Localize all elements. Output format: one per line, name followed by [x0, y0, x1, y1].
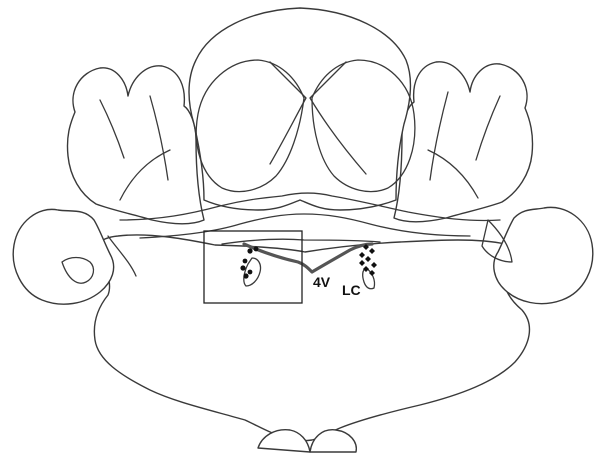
left-cerebellar-hemisphere — [67, 66, 204, 224]
left-marker-dot — [243, 259, 248, 264]
locus-coeruleus-label: LC — [342, 282, 361, 298]
right-cerebellar-hemisphere — [394, 62, 533, 222]
left-marker-dot — [247, 248, 252, 253]
left-lateral-lobe — [13, 209, 113, 304]
right-lateral-lobe — [494, 207, 593, 303]
left-marker-dot — [248, 270, 253, 275]
left-marker-dot — [243, 273, 248, 278]
left-marker-dot — [240, 265, 245, 270]
brainstem-outline — [94, 235, 529, 441]
fourth-ventricle-label: 4V — [313, 274, 331, 290]
left-marker-dot — [254, 247, 259, 252]
